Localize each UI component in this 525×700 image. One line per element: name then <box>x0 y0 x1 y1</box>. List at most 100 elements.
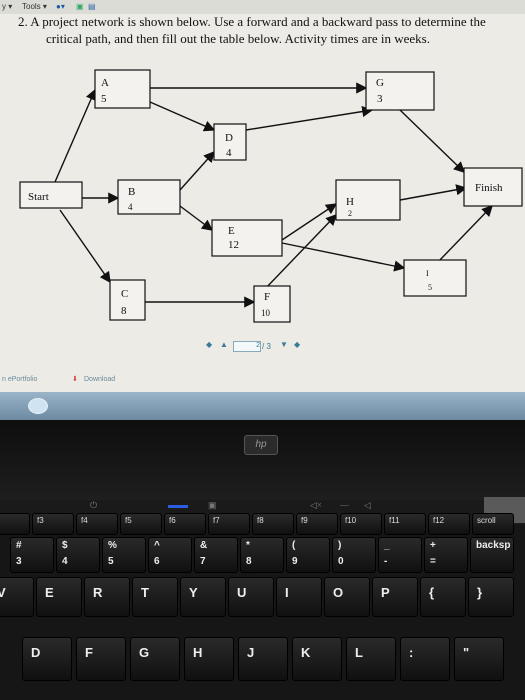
network-labels: Start A 5 B 4 C 8 D 4 E 12 F 10 G 3 H 2 … <box>28 77 503 318</box>
tools-menu[interactable]: Tools ▾ <box>22 2 47 11</box>
number-key[interactable]: #3 <box>10 537 54 573</box>
letter-key[interactable]: I <box>276 577 322 617</box>
letter-key[interactable]: P <box>372 577 418 617</box>
number-key[interactable]: &7 <box>194 537 238 573</box>
key-label: " <box>463 645 470 660</box>
key-shift-label: ) <box>338 540 342 551</box>
image-icon[interactable]: ▣ <box>76 2 84 11</box>
letter-key[interactable]: L <box>346 637 396 681</box>
number-key[interactable]: $4 <box>56 537 100 573</box>
function-key[interactable]: f8 <box>252 513 294 535</box>
function-key[interactable]: f2 <box>0 513 30 535</box>
letter-key[interactable]: F <box>76 637 126 681</box>
node-h-label: H <box>346 196 354 208</box>
eportfolio-link[interactable]: n ePortfolio <box>2 376 38 383</box>
letter-key[interactable]: K <box>292 637 342 681</box>
number-key[interactable]: ^6 <box>148 537 192 573</box>
function-key[interactable]: f11 <box>384 513 426 535</box>
function-key[interactable]: f10 <box>340 513 382 535</box>
page-number-input[interactable]: 2 <box>233 341 261 352</box>
function-key[interactable]: f12 <box>428 513 470 535</box>
node-finish-box <box>463 167 523 207</box>
key-label: - <box>384 556 388 567</box>
number-key[interactable]: )0 <box>332 537 376 573</box>
letter-key[interactable]: V <box>0 577 34 617</box>
function-key[interactable]: f3 <box>32 513 74 535</box>
edge-e-h <box>281 203 338 241</box>
edge-b-e <box>179 205 214 231</box>
start-button-icon[interactable] <box>28 398 48 414</box>
key-label: 0 <box>338 556 344 567</box>
viewer-toolbar: y ▾ Tools ▾ ●▾ ▣ ▤ <box>0 0 525 14</box>
key-label: U <box>237 585 247 600</box>
key-label: f8 <box>257 516 264 525</box>
node-a-time: 5 <box>101 93 107 105</box>
function-key[interactable]: f6 <box>164 513 206 535</box>
letter-key[interactable]: T <box>132 577 178 617</box>
number-key[interactable]: (9 <box>286 537 330 573</box>
print-icon[interactable]: ▤ <box>88 2 96 11</box>
prev-page-icon[interactable]: ◆ <box>206 340 213 349</box>
key-shift-label: ( <box>292 540 296 551</box>
function-key[interactable]: f9 <box>296 513 338 535</box>
key-label: 9 <box>292 556 298 567</box>
media-icon[interactable]: ▣ <box>208 500 217 510</box>
help-icon[interactable]: ●▾ <box>56 2 65 11</box>
key-label: { <box>429 585 435 600</box>
download-link[interactable]: Download <box>84 376 116 383</box>
node-i-box <box>403 259 467 297</box>
function-key[interactable]: f7 <box>208 513 250 535</box>
wireless-indicator-icon <box>168 505 188 508</box>
letter-key[interactable]: J <box>238 637 288 681</box>
letter-key[interactable]: H <box>184 637 234 681</box>
node-b-label: B <box>128 186 135 198</box>
node-e-time: 12 <box>228 239 239 251</box>
node-c-box <box>109 279 146 321</box>
number-key[interactable]: += <box>424 537 468 573</box>
key-label: f3 <box>37 516 44 525</box>
letter-key[interactable]: R <box>84 577 130 617</box>
function-key[interactable]: f4 <box>76 513 118 535</box>
function-key[interactable]: f5 <box>120 513 162 535</box>
key-label: : <box>409 645 414 660</box>
letter-key[interactable]: G <box>130 637 180 681</box>
key-label: f5 <box>125 516 132 525</box>
edge-b-d <box>179 150 215 191</box>
key-shift-label: * <box>246 540 250 551</box>
volume-down-icon[interactable]: — <box>340 500 349 510</box>
question-line-1: 2. A project network is shown below. Use… <box>18 14 486 29</box>
node-e-label: E <box>228 225 235 237</box>
edge-start-c <box>59 209 111 284</box>
number-key[interactable]: %5 <box>102 537 146 573</box>
first-page-icon[interactable]: ▲ <box>220 340 228 349</box>
letter-key[interactable]: " <box>454 637 504 681</box>
letter-key[interactable]: D <box>22 637 72 681</box>
last-page-icon[interactable]: ◆ <box>294 340 301 349</box>
node-b-time: 4 <box>128 202 133 212</box>
letter-key[interactable]: E <box>36 577 82 617</box>
letter-key[interactable]: Y <box>180 577 226 617</box>
letter-key[interactable]: O <box>324 577 370 617</box>
number-key[interactable]: backsp <box>470 537 514 573</box>
letter-key[interactable]: } <box>468 577 514 617</box>
key-label: 7 <box>200 556 206 567</box>
letter-key[interactable]: { <box>420 577 466 617</box>
download-icon[interactable]: ⬇ <box>72 376 78 383</box>
node-h-box <box>335 179 401 221</box>
screen: y ▾ Tools ▾ ●▾ ▣ ▤ 2. A project network … <box>0 0 525 420</box>
number-key[interactable]: _- <box>378 537 422 573</box>
letter-key[interactable]: : <box>400 637 450 681</box>
key-label: f12 <box>433 516 445 525</box>
bottom-bar: n ePortfolio ⬇ Download <box>0 370 525 390</box>
volume-mute-icon[interactable]: ◁× <box>310 500 322 510</box>
key-label: V <box>0 585 6 600</box>
volume-up-icon[interactable]: ◁ <box>364 500 371 510</box>
function-key[interactable]: scroll <box>472 513 514 535</box>
key-shift-label: backsp <box>476 540 511 551</box>
key-label: f6 <box>169 516 176 525</box>
toolbar-left-text[interactable]: y ▾ <box>2 2 13 11</box>
power-icon[interactable]: ⏻ <box>90 500 98 510</box>
letter-key[interactable]: U <box>228 577 274 617</box>
number-key[interactable]: *8 <box>240 537 284 573</box>
next-page-icon[interactable]: ▼ <box>280 340 288 349</box>
